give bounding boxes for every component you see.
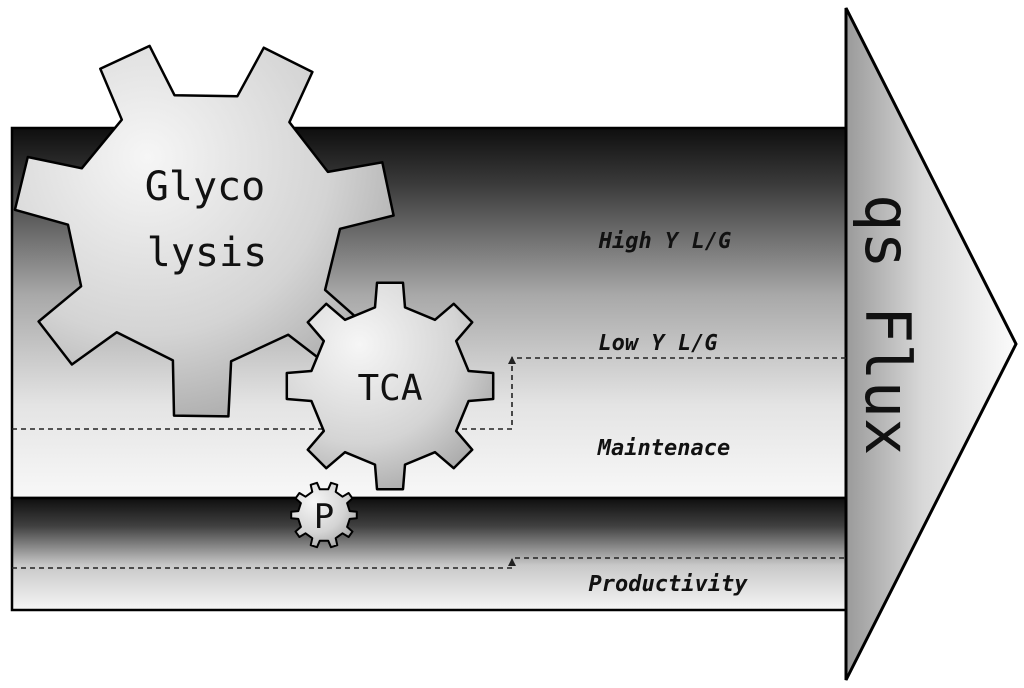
- glycolysis-gear-shape: [13, 44, 395, 418]
- p-gear: P: [290, 481, 358, 549]
- low-yield-label: Low Y L/G: [598, 331, 717, 356]
- qs-flux-arrow: [844, 7, 1018, 681]
- p-label: P: [314, 497, 334, 537]
- lower-band: [10, 496, 854, 612]
- maintenance-label: Maintenace: [597, 436, 730, 461]
- tca-label: TCA: [357, 368, 422, 409]
- tca-gear: TCA: [285, 281, 495, 491]
- maintenance-threshold-arrowhead: [508, 356, 516, 364]
- productivity-label: Productivity: [589, 572, 749, 597]
- productivity-threshold-arrowhead: [508, 558, 516, 566]
- tca-gear-shape: [285, 281, 495, 491]
- glycolysis-label-line1: Glyco: [145, 164, 265, 210]
- qs-flux-label: qs Flux: [851, 194, 924, 455]
- glycolysis-label-line2: lysis: [147, 230, 267, 276]
- high-yield-label: High Y L/G: [598, 229, 731, 254]
- maintenance-threshold-line: [12, 357, 846, 430]
- glycolysis-gear: Glyco lysis: [13, 44, 395, 418]
- p-gear-shape: [290, 481, 358, 549]
